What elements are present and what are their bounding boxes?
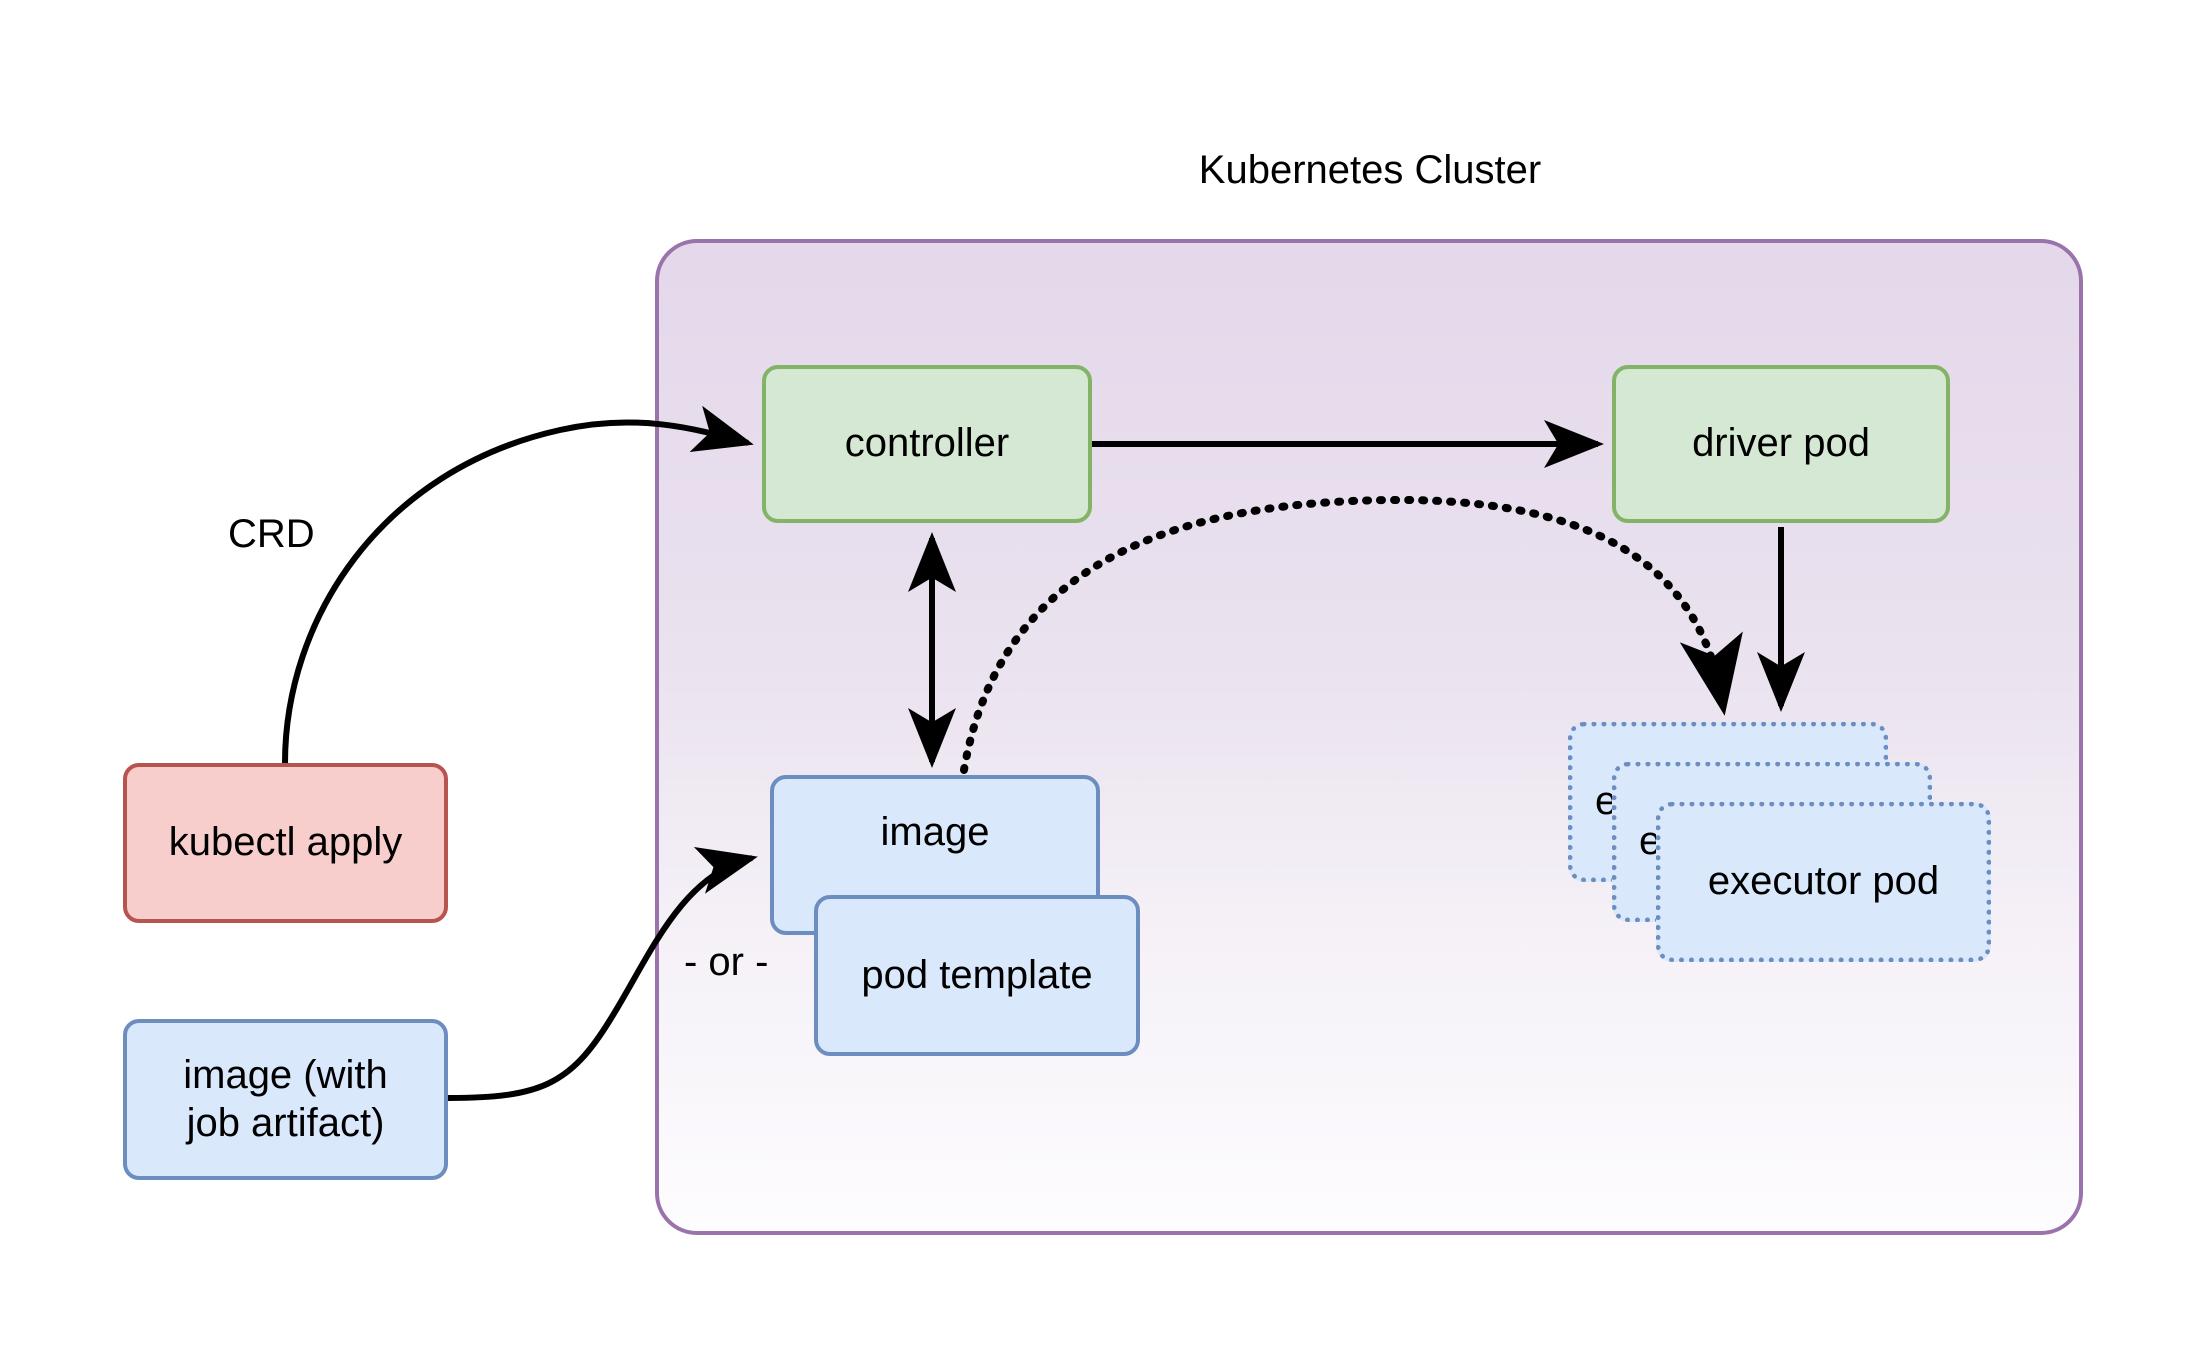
edge-artifact-to-image (447, 847, 758, 1101)
node-executor-pod-back-label: e (1595, 779, 1618, 824)
node-driver-pod[interactable]: driver pod (1612, 365, 1950, 523)
node-pod-template[interactable]: pod template (814, 895, 1140, 1056)
edge-label-or: - or - (684, 940, 769, 984)
node-controller[interactable]: controller (762, 365, 1092, 523)
node-driver-pod-label: driver pod (1692, 421, 1870, 466)
node-kubectl-apply[interactable]: kubectl apply (123, 763, 448, 923)
node-executor-pod-front[interactable]: executor pod (1656, 802, 1991, 962)
node-image-with-job-artifact-label-line2: job artifact) (186, 1100, 385, 1145)
node-controller-label: controller (844, 421, 1010, 466)
node-executor-pod-front-label: executor pod (1707, 859, 1940, 904)
cluster-title: Kubernetes Cluster (1198, 148, 1542, 192)
edge-crd (282, 405, 754, 764)
node-executor-pod-middle-label: e (1639, 819, 1662, 864)
node-kubectl-apply-label: kubectl apply (168, 820, 403, 865)
node-image-label: image (880, 810, 990, 854)
node-pod-template-label: pod template (861, 952, 1093, 997)
node-image-with-job-artifact[interactable]: image (with job artifact) (123, 1019, 448, 1180)
edge-image-to-executor-dotted (960, 495, 1743, 774)
edge-label-crd: CRD (228, 512, 315, 556)
node-image-with-job-artifact-label-line1: image (with (183, 1053, 388, 1098)
